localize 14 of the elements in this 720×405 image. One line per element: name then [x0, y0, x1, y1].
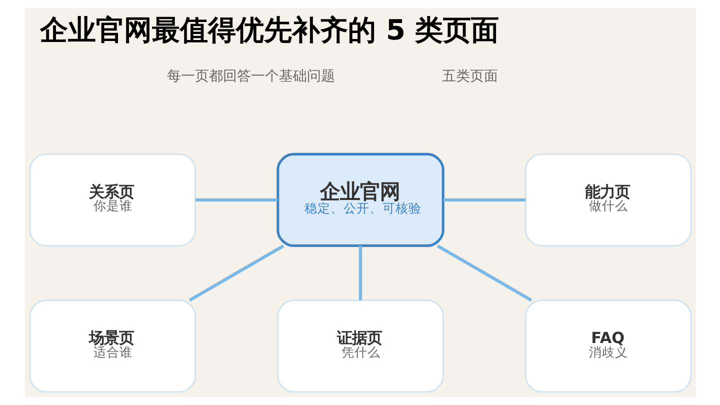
connector: [194, 198, 278, 202]
node-box: 企业官网 稳定、公开、可核验: [276, 152, 444, 247]
node-box: 关系页 你是谁: [28, 154, 196, 246]
node-box: 场景页 适合谁: [28, 300, 196, 392]
connector: [358, 246, 362, 300]
node-box: 证据页 凭什么: [276, 300, 444, 392]
diagram-title: 企业官网最值得优先补齐的 5 类页面: [40, 13, 499, 46]
node-box: FAQ 消歧义: [524, 300, 692, 392]
connector: [436, 244, 532, 302]
node-box: 能力页 做什么: [524, 154, 692, 246]
connector: [188, 244, 284, 302]
label: 五类页面: [441, 68, 498, 84]
label: 每一页都回答一个基础问题: [166, 68, 335, 84]
connector: [442, 198, 525, 202]
